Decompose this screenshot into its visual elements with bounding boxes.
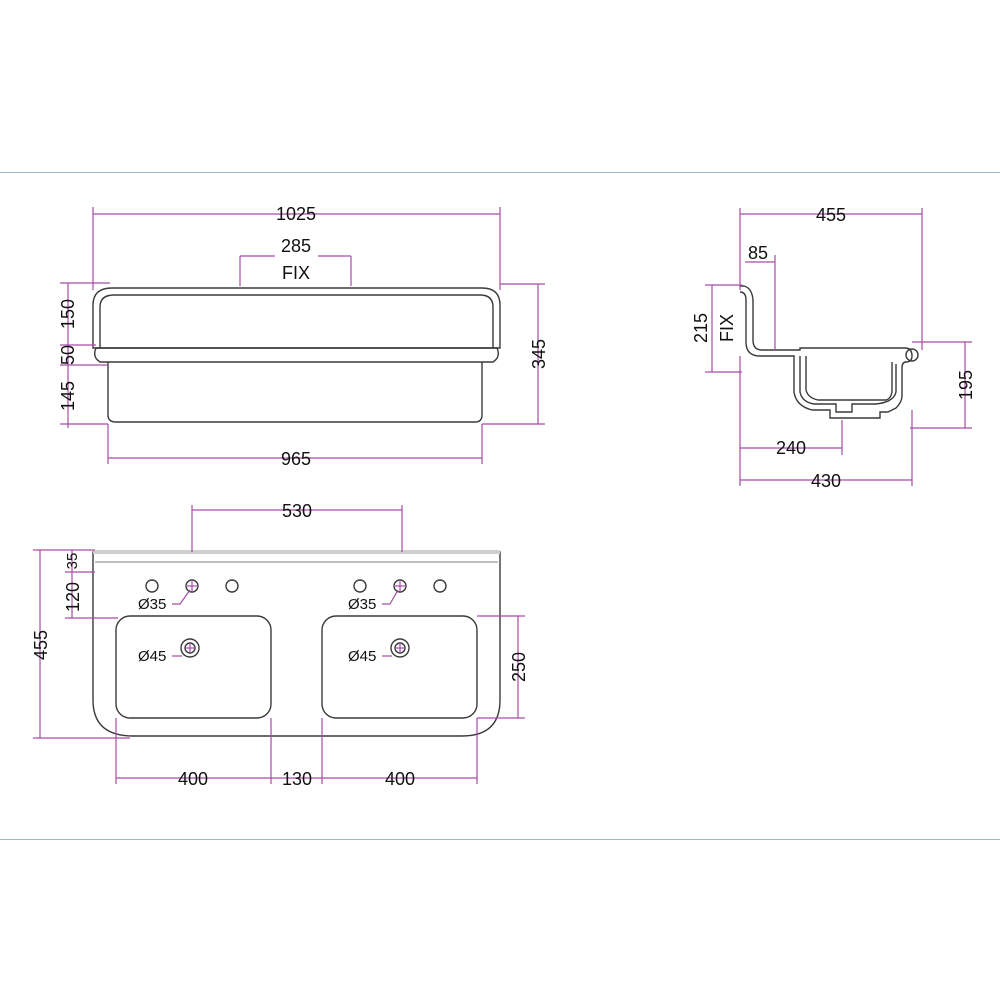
plan-view: Ø35 Ø35 Ø45 Ø45 530 455 35 120 250 xyxy=(31,501,529,789)
dim-front-1025: 1025 xyxy=(276,204,316,224)
tap-hole-left-3 xyxy=(225,579,239,593)
front-rim-outline xyxy=(92,287,501,349)
dim-plan-530: 530 xyxy=(282,501,312,521)
dim-side-430: 430 xyxy=(811,471,841,491)
waste-right xyxy=(390,638,410,658)
dim-plan-250: 250 xyxy=(509,652,529,682)
front-bowl-body xyxy=(107,362,483,423)
dim-side-85: 85 xyxy=(748,243,768,263)
dim-side-455: 455 xyxy=(816,205,846,225)
dim-plan-120: 120 xyxy=(63,582,83,612)
side-view: 455 85 215 FIX 195 240 430 xyxy=(691,205,976,491)
tap-hole-right-1 xyxy=(353,579,367,593)
dim-front-145: 145 xyxy=(58,381,78,411)
bowl-right xyxy=(321,615,478,719)
front-view: 1025 285 FIX 150 50 145 345 965 xyxy=(58,204,549,469)
front-fix-label: FIX xyxy=(282,263,310,283)
dim-front-285: 285 xyxy=(281,236,311,256)
overflow-circle xyxy=(905,348,919,362)
dim-side-240: 240 xyxy=(776,438,806,458)
dim-plan-35: 35 xyxy=(64,553,81,570)
label-tap-hole-right: Ø35 xyxy=(348,596,376,613)
label-waste-left: Ø45 xyxy=(138,648,166,665)
dim-front-965: 965 xyxy=(281,449,311,469)
tap-hole-right-3 xyxy=(433,579,447,593)
bowl-left xyxy=(115,615,272,719)
side-fix-label: FIX xyxy=(717,314,737,342)
dim-side-195: 195 xyxy=(956,370,976,400)
dim-front-345: 345 xyxy=(529,339,549,369)
plan-outline xyxy=(92,551,501,737)
dim-plan-400-right: 400 xyxy=(385,769,415,789)
dim-side-215: 215 xyxy=(691,313,711,343)
side-profile-outer xyxy=(739,285,913,419)
dim-front-150: 150 xyxy=(58,299,78,329)
dim-plan-455: 455 xyxy=(31,630,51,660)
dim-plan-130: 130 xyxy=(282,769,312,789)
front-mid-band xyxy=(93,347,500,363)
dim-front-50: 50 xyxy=(58,345,78,365)
drawing-frame xyxy=(0,172,1000,840)
waste-left xyxy=(180,638,200,658)
label-waste-right: Ø45 xyxy=(348,648,376,665)
tap-hole-left-1 xyxy=(145,579,159,593)
dim-plan-400-left: 400 xyxy=(178,769,208,789)
label-tap-hole-left: Ø35 xyxy=(138,596,166,613)
